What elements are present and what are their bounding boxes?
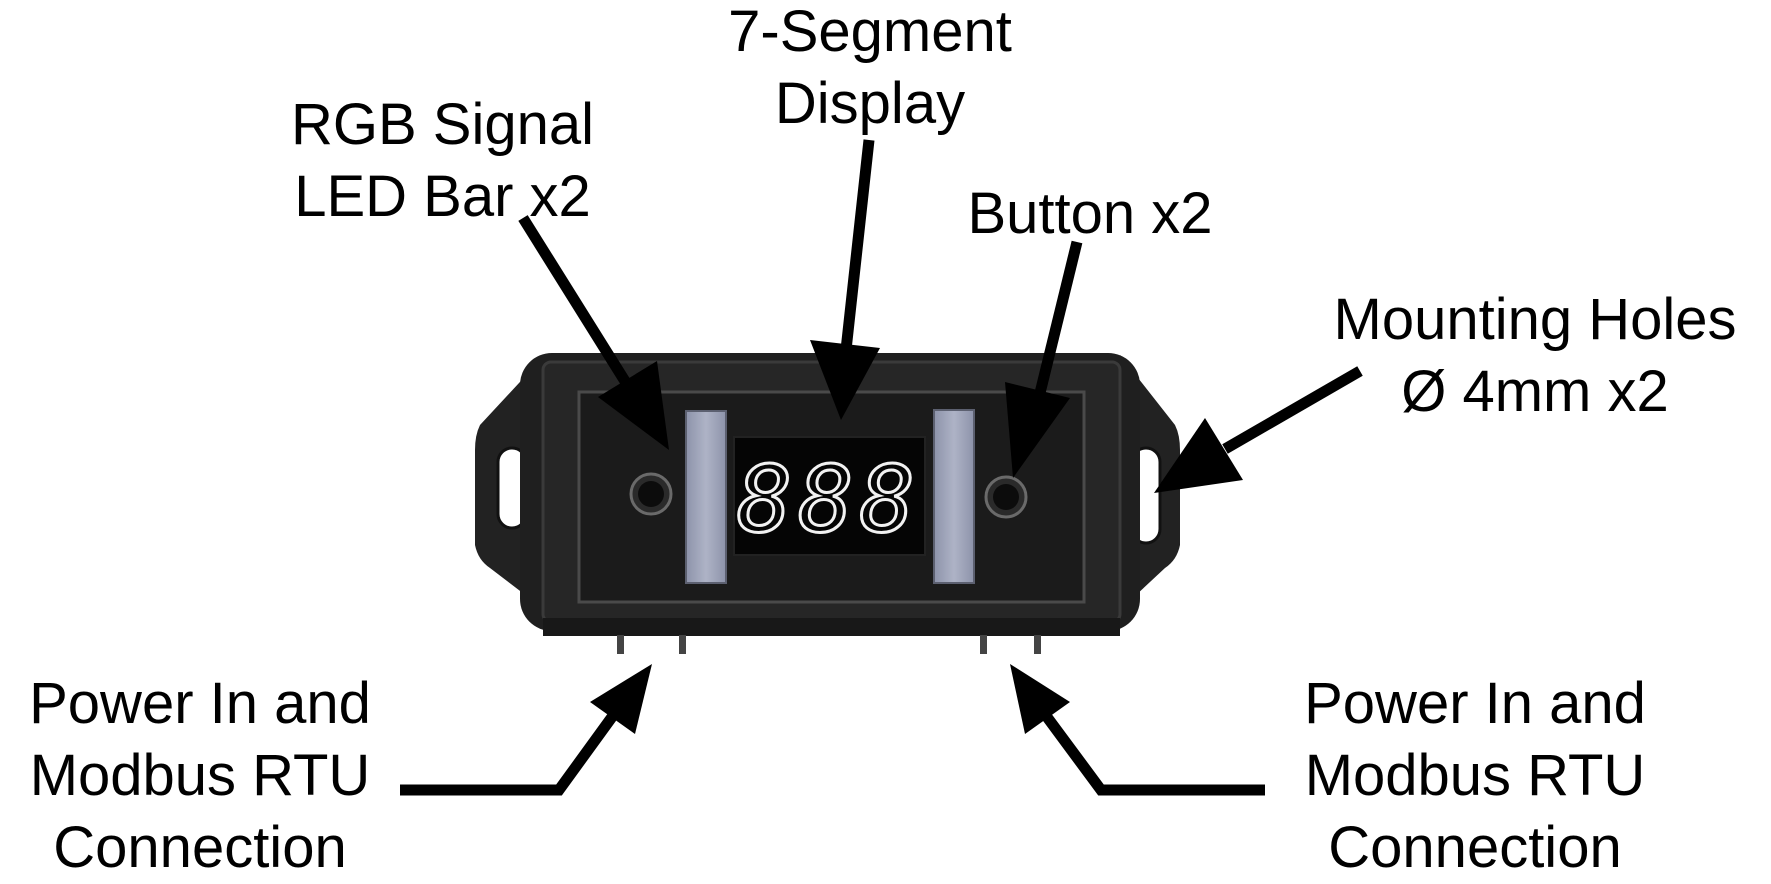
connector-pin	[980, 635, 987, 654]
mounting-arrow-head	[1154, 418, 1243, 493]
mounting-arrow-shaft	[1222, 366, 1363, 454]
label-rgb-led-bar: RGB Signal LED Bar x2	[255, 89, 630, 233]
label-mounting-line1: Mounting Holes	[1333, 287, 1737, 352]
enclosure-base	[543, 618, 1120, 636]
label-seven-segment-line2: Display	[774, 71, 966, 136]
led-bar-arrow-shaft	[518, 215, 633, 389]
label-rgb-line1: RGB Signal	[290, 92, 595, 157]
label-button: Button x2	[940, 178, 1240, 250]
display-window	[733, 436, 926, 556]
label-power-right: Power In and Modbus RTU Connection	[1265, 668, 1685, 884]
label-seven-segment-line1: 7-Segment	[728, 0, 1012, 64]
left-button	[638, 481, 664, 507]
display-digits: 888	[737, 446, 921, 553]
label-power-left-line1: Power In and	[29, 671, 371, 736]
left-led-bar	[685, 410, 727, 584]
buttons	[629, 472, 1028, 519]
arrows	[400, 139, 1363, 796]
led-bars	[685, 409, 975, 584]
power-left-arrow-shaft	[400, 713, 617, 796]
label-power-left: Power In and Modbus RTU Connection	[0, 668, 400, 884]
seven-segment-arrow-head	[810, 340, 880, 420]
seven-segment-display: 888	[733, 436, 926, 556]
led-bar-arrow-head	[598, 361, 669, 450]
power-left-arrow-head	[590, 664, 652, 734]
label-power-left-line3: Connection	[53, 815, 347, 880]
label-power-right-line2: Modbus RTU	[1304, 743, 1646, 808]
label-mounting-line2: Ø 4mm x2	[1401, 359, 1669, 424]
label-power-right-line3: Connection	[1328, 815, 1622, 880]
label-seven-segment-display: 7-Segment Display	[700, 0, 1040, 140]
right-led-bar	[933, 409, 975, 584]
button-arrow-head	[1005, 382, 1070, 478]
power-right-arrow-shaft	[1042, 713, 1265, 796]
connector-pin	[679, 635, 686, 654]
label-mounting-holes: Mounting Holes Ø 4mm x2	[1300, 284, 1770, 428]
connector-pins	[617, 635, 1041, 654]
connector-pin	[1034, 635, 1041, 654]
label-power-right-line1: Power In and	[1304, 671, 1646, 736]
label-rgb-line2: LED Bar x2	[294, 164, 591, 229]
button-arrow-shaft	[1034, 240, 1083, 395]
seven-segment-arrow-shaft	[840, 139, 875, 351]
label-power-left-line2: Modbus RTU	[29, 743, 371, 808]
power-right-arrow-head	[1010, 664, 1070, 734]
connector-pin	[617, 635, 624, 654]
label-button-line1: Button x2	[967, 181, 1213, 246]
right-button	[993, 484, 1019, 510]
